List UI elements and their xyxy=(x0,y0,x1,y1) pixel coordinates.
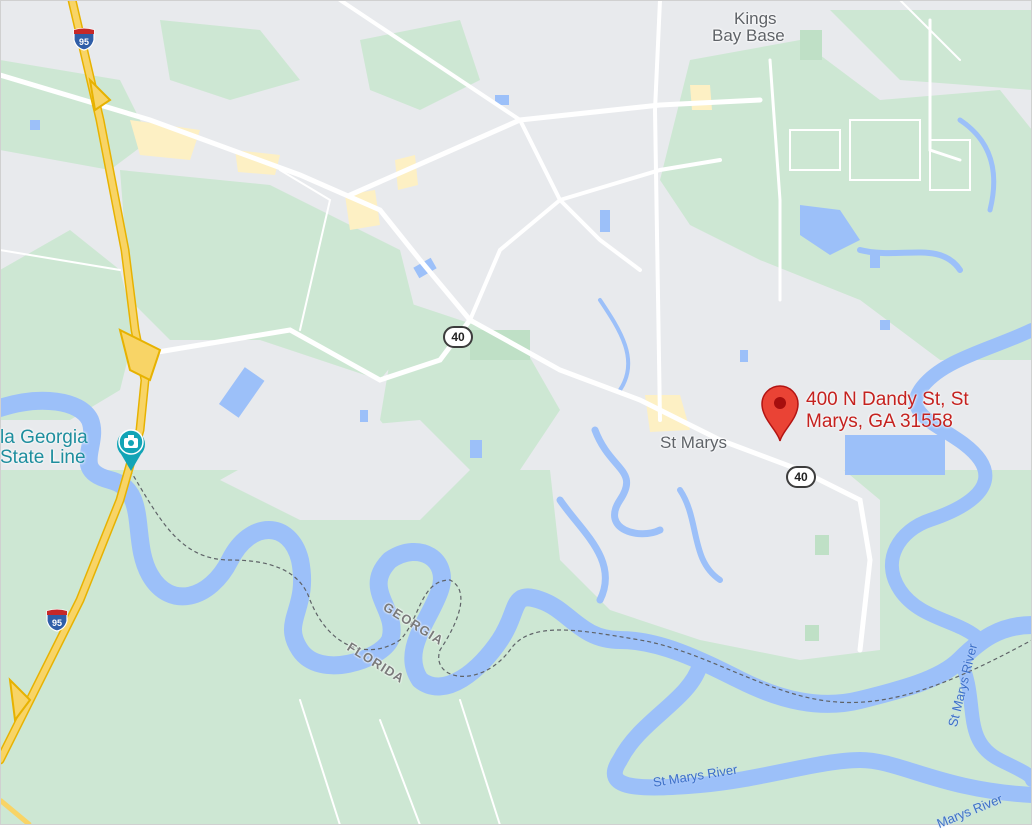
state-line-line2: State Line xyxy=(0,447,86,468)
i95-interchange-north xyxy=(88,77,112,112)
rivers xyxy=(0,117,1032,803)
place-label-st-marys[interactable]: St Marys xyxy=(660,433,728,452)
kings-bay-line2: Bay Base xyxy=(712,26,785,45)
base-grid xyxy=(789,119,971,191)
state-route-shield-icon: 40 xyxy=(786,466,816,488)
kings-bay-line1: Kings xyxy=(734,9,777,28)
state-route-shield-icon: 40 xyxy=(443,326,473,348)
park-patches xyxy=(470,30,829,641)
poi-label-state-line[interactable]: la Georgia State Line xyxy=(0,428,88,467)
ponds xyxy=(30,95,945,475)
ga40-top-number: 40 xyxy=(451,330,465,344)
address-line2: Marys, GA 31558 xyxy=(806,411,953,432)
state-line-line1: la Georgia xyxy=(0,427,88,448)
highway-spur xyxy=(0,798,32,825)
interstate-shield-icon: 95 xyxy=(46,608,68,632)
pin-address-label[interactable]: 400 N Dandy St, St Marys, GA 31558 xyxy=(806,389,969,433)
i95-interchange xyxy=(118,328,162,382)
state-boundary xyxy=(129,469,1032,704)
i95-bottom-number: 95 xyxy=(52,618,62,628)
i95-interchange-south xyxy=(8,677,32,723)
location-pin-icon[interactable] xyxy=(758,383,802,443)
urban-land-east xyxy=(640,210,1032,470)
roads xyxy=(0,0,962,825)
camera-icon[interactable] xyxy=(115,426,147,472)
i95-top-number: 95 xyxy=(79,37,89,47)
interstate-shield-icon: 95 xyxy=(73,27,95,51)
i95-road xyxy=(0,0,149,763)
address-line1: 400 N Dandy St, St xyxy=(806,389,969,410)
urban-land-west xyxy=(220,420,470,520)
ga40-right-number: 40 xyxy=(794,470,808,484)
place-label-kings-bay[interactable]: Kings Bay Base xyxy=(712,9,785,44)
